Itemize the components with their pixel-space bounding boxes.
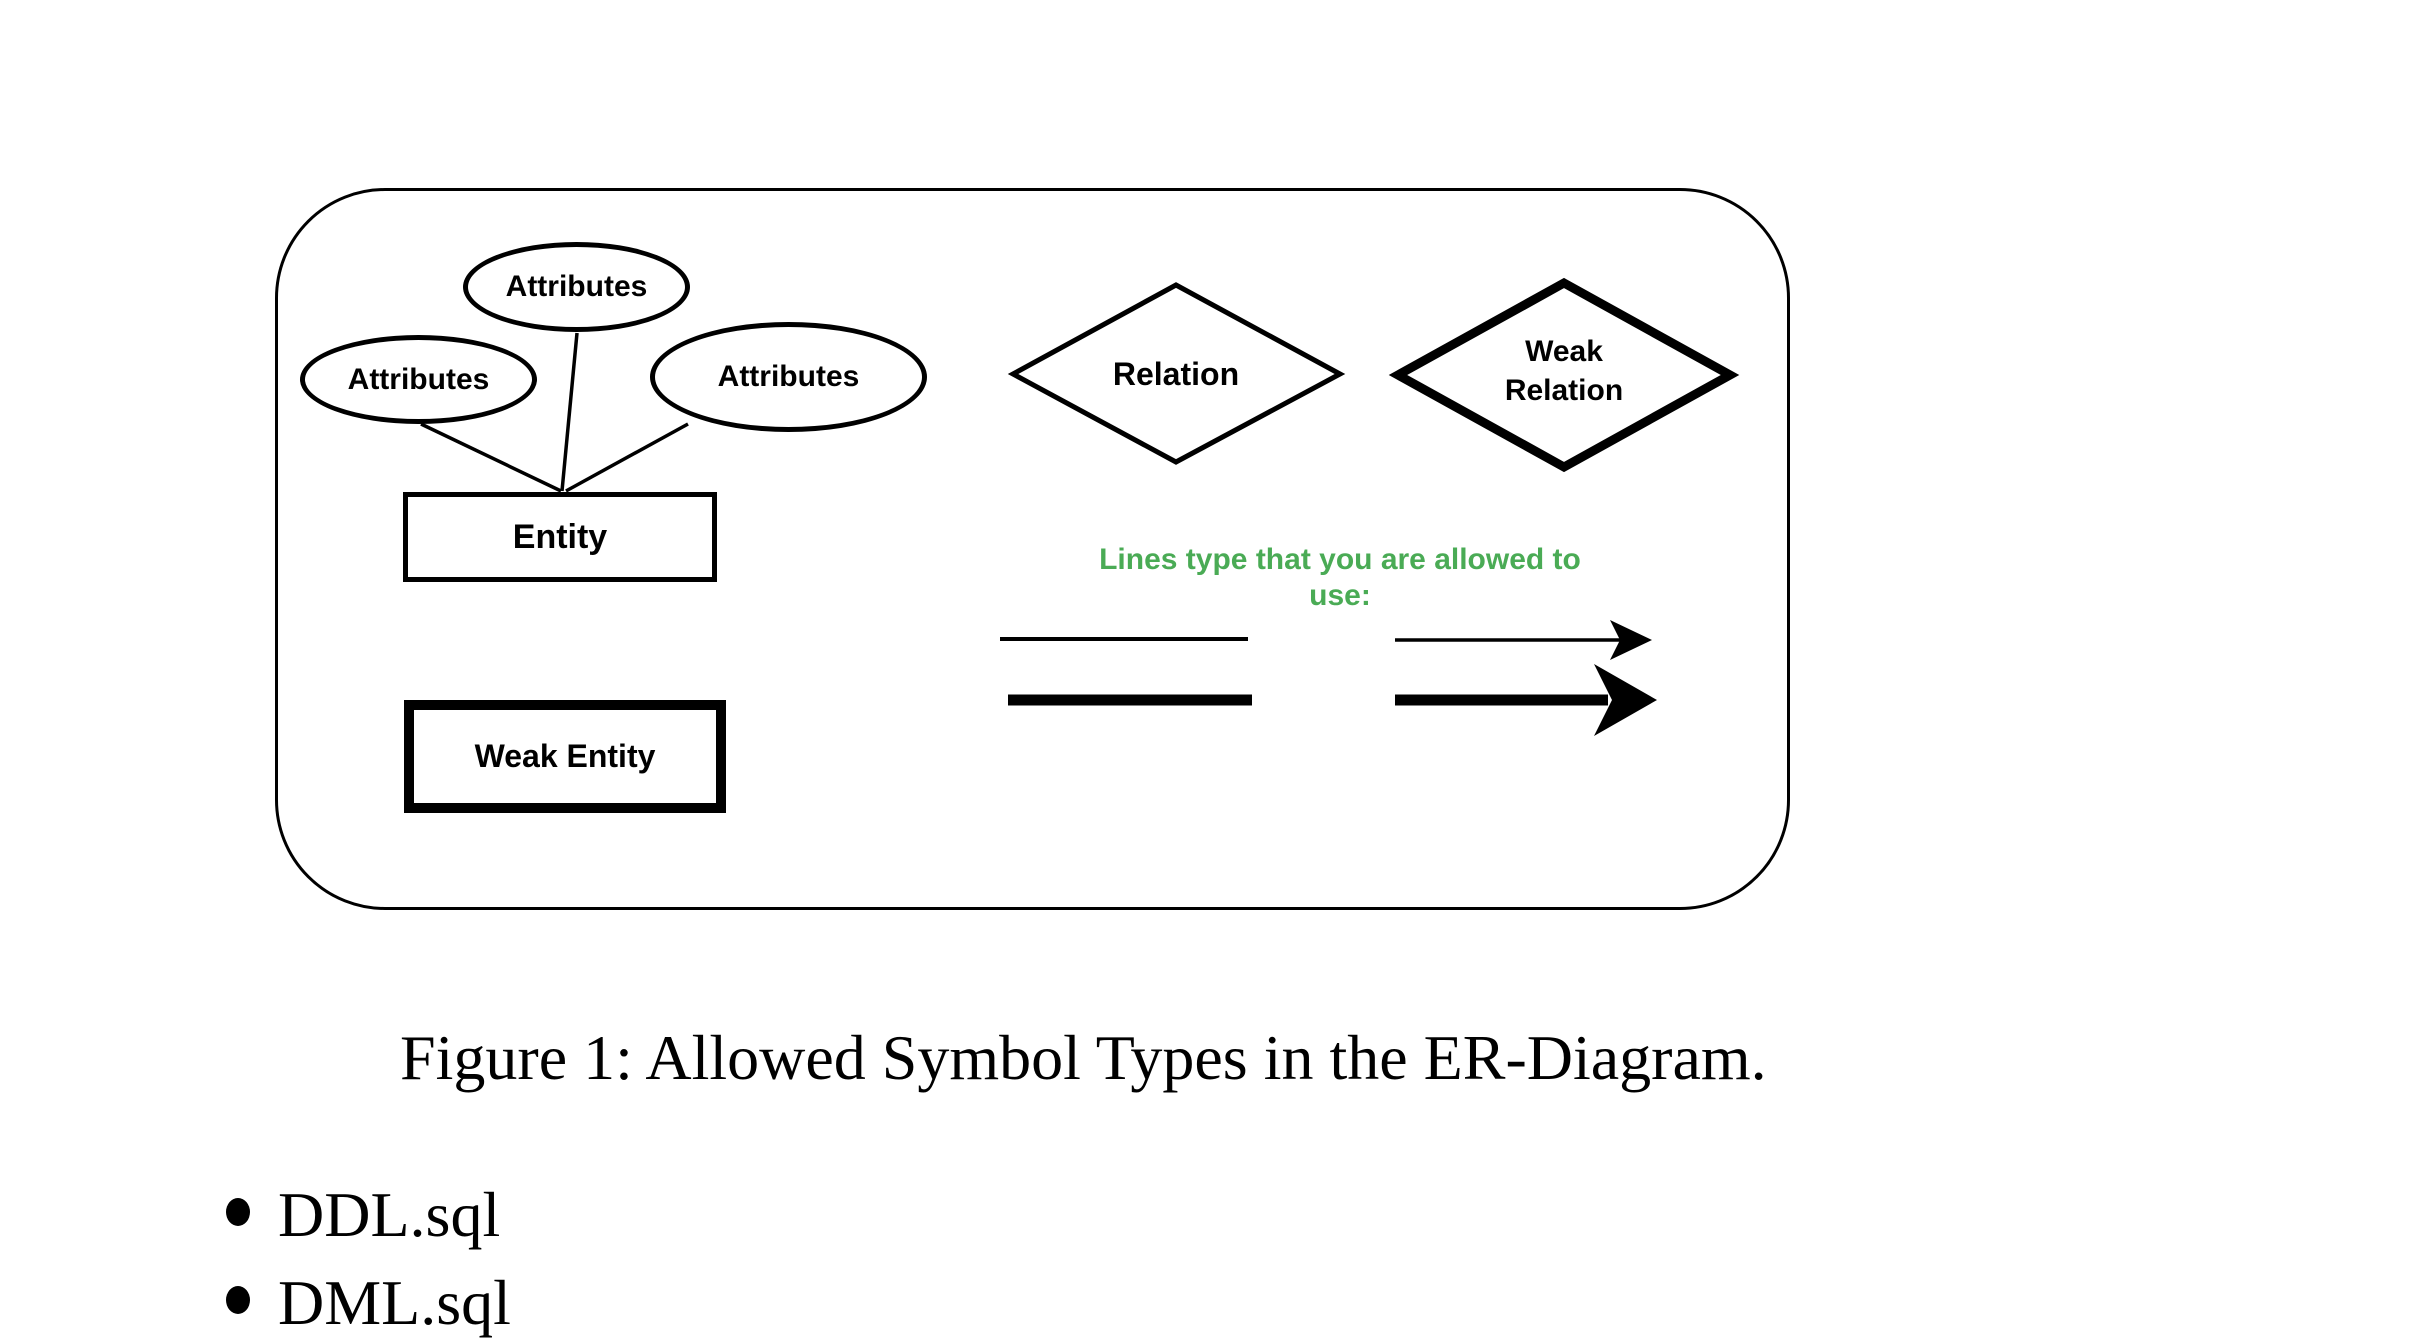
weak-relation-label-line2: Relation bbox=[1504, 374, 1624, 407]
connector-right-attribute-to-entity bbox=[565, 422, 689, 493]
connector-top-attribute-to-entity bbox=[560, 332, 579, 492]
weak-relation-label: Weak Relation bbox=[1464, 311, 1664, 431]
attribute-ellipse-top: Attributes bbox=[463, 242, 690, 332]
attribute-label: Attributes bbox=[717, 360, 860, 393]
lines-type-heading: Lines type that you are allowed to use: bbox=[1099, 543, 1581, 612]
relation-label-text: Relation bbox=[1112, 355, 1240, 392]
bullet-marker bbox=[226, 1198, 250, 1226]
figure-panel bbox=[275, 188, 1790, 910]
relation-diamond bbox=[1007, 282, 1346, 465]
weak-relation-label-line1: Weak bbox=[1525, 335, 1603, 368]
bullet-marker bbox=[226, 1286, 250, 1314]
sample-thin-arrow-head bbox=[1610, 620, 1652, 660]
bullet-item-ddl: DDL.sql bbox=[278, 1179, 501, 1250]
bullet-item-dml: DML.sql bbox=[278, 1267, 511, 1338]
relation-label: Relation bbox=[1076, 352, 1276, 396]
weak-entity-box: Weak Entity bbox=[404, 700, 726, 813]
sample-thick-arrow-head bbox=[1594, 664, 1657, 736]
weak-relation-diamond bbox=[1388, 277, 1740, 473]
figure-caption: Figure 1: Allowed Symbol Types in the ER… bbox=[400, 1022, 1767, 1093]
connector-left-attribute-to-entity bbox=[420, 422, 562, 493]
attribute-label: Attributes bbox=[347, 362, 490, 396]
weak-entity-label: Weak Entity bbox=[474, 738, 656, 774]
attribute-ellipse-left: Attributes bbox=[300, 335, 537, 424]
attribute-ellipse-right: Attributes bbox=[650, 322, 927, 432]
attribute-label: Attributes bbox=[505, 270, 648, 303]
entity-box: Entity bbox=[403, 492, 717, 582]
entity-label: Entity bbox=[512, 517, 608, 556]
